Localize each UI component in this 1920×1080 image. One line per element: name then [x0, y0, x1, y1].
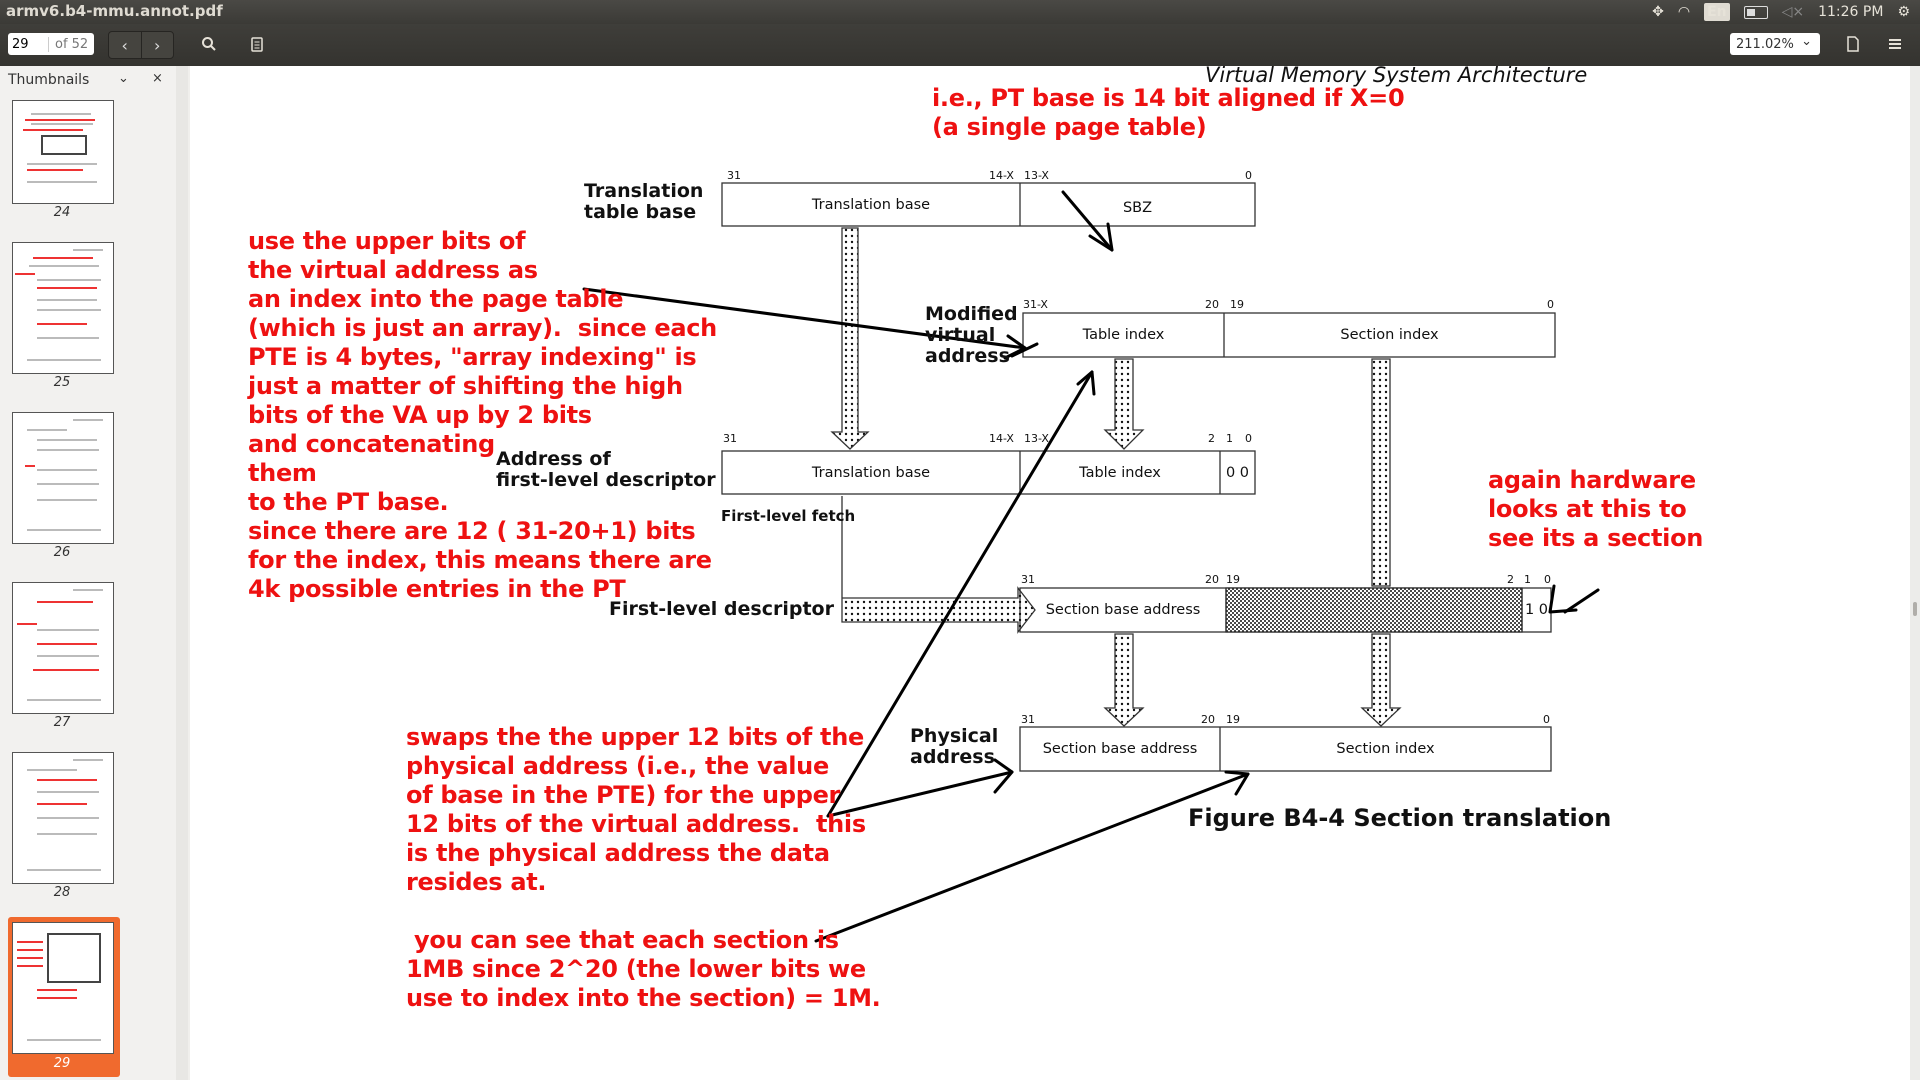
section-base-address-field: Section base address [1045, 602, 1201, 618]
chevron-down-icon: ⌄ [1801, 34, 1812, 49]
clipboard-icon [251, 37, 263, 52]
annotation-upper-bits: use the upper bits of the virtual addres… [248, 227, 717, 603]
bit-label: 1 [1524, 573, 1531, 586]
annotation-section-size: you can see that each section is 1MB sin… [406, 926, 881, 1012]
thumbnail-page-24[interactable] [12, 100, 114, 204]
page-total: of 52 [48, 36, 88, 52]
first-level-fetch-label: First-level fetch [721, 507, 856, 525]
annotations-button[interactable] [242, 31, 272, 57]
thumbnail-page-26[interactable] [12, 412, 114, 544]
battery-icon[interactable] [1743, 5, 1768, 19]
sidebar-header: Thumbnails ⌄ × [0, 66, 176, 94]
thumbnail-page-27[interactable] [12, 582, 114, 714]
table-index-field: Table index [1082, 327, 1165, 343]
close-icon[interactable]: × [152, 71, 163, 86]
bit-label: 13-X [1024, 432, 1049, 445]
physical-address-label: Physical address [910, 725, 999, 768]
bit-label: 14-X [989, 432, 1014, 445]
sidebar-title[interactable]: Thumbnails [8, 72, 90, 88]
section-index-field: Section index [1340, 327, 1439, 343]
bit-label: 20 [1205, 298, 1219, 311]
thumbnail-page-29[interactable] [12, 922, 114, 1054]
document-properties-button[interactable] [1838, 31, 1868, 57]
figure-caption: Figure B4-4 Section translation [1188, 804, 1612, 832]
bit-label: 31 [1021, 573, 1035, 586]
bit-label: 0 [1544, 573, 1551, 586]
translation-base-field: Translation base [811, 196, 931, 213]
bit-label: 19 [1226, 713, 1240, 726]
menu-button[interactable] [1880, 31, 1910, 57]
dropbox-icon[interactable]: ✥ [1652, 4, 1664, 20]
bit-label: 0 [1543, 713, 1550, 726]
section-index-field: Section index [1336, 741, 1435, 757]
wifi-icon[interactable]: ◠ [1677, 4, 1691, 20]
thumbnail-page-28[interactable] [12, 752, 114, 884]
title-bar: armv6.b4-mmu.annot.pdf ✥ ◠ En ◁× 11:26 P… [0, 0, 1920, 24]
thumbnail-page-25[interactable] [12, 242, 114, 374]
bit-label: 1 [1226, 432, 1233, 445]
bit-label: 31 [723, 432, 737, 445]
zoom-value: 211.02% [1736, 36, 1794, 52]
document-icon [1847, 36, 1859, 52]
bit-label: 31 [1021, 713, 1035, 726]
keyboard-layout-indicator[interactable]: En [1704, 3, 1730, 21]
bit-label: 0 [1547, 298, 1554, 311]
annotation-swap-upper-bits: swaps the the upper 12 bits of the physi… [406, 723, 866, 896]
bit-label: 19 [1230, 298, 1244, 311]
zero-bits-field: 0 0 [1225, 464, 1250, 481]
modified-virtual-address-label: Modified virtual address [925, 303, 1018, 367]
bit-label: 0 [1245, 432, 1252, 445]
annotation-pt-base: i.e., PT base is 14 bit aligned if X=0 (… [932, 84, 1405, 141]
bit-label: 31-X [1023, 298, 1048, 311]
page-selector: of 52 [8, 33, 94, 55]
first-level-descriptor-label: First-level descriptor [609, 598, 834, 620]
system-tray: ✥ ◠ En ◁× 11:26 PM ⚙ [1652, 0, 1920, 24]
chevron-down-icon[interactable]: ⌄ [118, 71, 129, 86]
search-icon [202, 37, 216, 51]
volume-muted-icon[interactable]: ◁× [1781, 4, 1805, 20]
thumbnail-label: 27 [53, 715, 71, 730]
section-translation-diagram [582, 182, 1600, 943]
previous-page-icon[interactable]: ‹ [121, 35, 128, 55]
table-index-field: Table index [1079, 464, 1161, 481]
window-title: armv6.b4-mmu.annot.pdf [6, 2, 223, 20]
document-page: Virtual Memory System Architecture 31 14… [190, 66, 1910, 1080]
thumbnail-label: 25 [53, 375, 71, 390]
zoom-select[interactable]: 211.02% ⌄ [1730, 33, 1820, 55]
bit-label: 13-X [1024, 169, 1049, 182]
scroll-thumb[interactable] [1913, 602, 1917, 616]
annotation-hardware-section: again hardware looks at this to see its … [1488, 466, 1704, 552]
translation-table-base-label: Translation table base [584, 180, 704, 223]
page-navigation: ‹ › [108, 31, 174, 59]
bit-label: 20 [1205, 573, 1219, 586]
bit-label: 2 [1208, 432, 1215, 445]
thumbnail-label: 29 [53, 1056, 71, 1071]
clock[interactable]: 11:26 PM [1818, 4, 1884, 20]
bit-label: 14-X [989, 169, 1014, 182]
thumbnail-label: 24 [53, 205, 71, 220]
bit-label: 19 [1226, 573, 1240, 586]
section-base-address-field: Section base address [1042, 741, 1198, 757]
sidebar-scrollbar[interactable] [176, 66, 188, 1080]
thumbnails-sidebar: Thumbnails ⌄ × [0, 66, 177, 1080]
toolbar [0, 24, 1920, 66]
sbz-field: SBZ [1122, 199, 1153, 216]
descriptor-type-bits: 1 0 [1524, 602, 1549, 618]
thumbnail-label: 28 [53, 885, 71, 900]
page-header: Virtual Memory System Architecture [1205, 66, 1588, 87]
bit-label: 2 [1507, 573, 1514, 586]
bit-label: 20 [1201, 713, 1215, 726]
search-button[interactable] [194, 31, 224, 57]
thumbnail-label: 26 [53, 545, 71, 560]
page-number-input[interactable] [8, 35, 48, 53]
document-scrollbar[interactable] [1910, 66, 1920, 1080]
translation-base-field: Translation base [811, 464, 931, 481]
settings-gear-icon[interactable]: ⚙ [1897, 4, 1910, 20]
address-of-first-level-descriptor-label: Address of first-level descriptor [496, 448, 716, 491]
bit-label: 31 [727, 169, 741, 182]
bit-label: 0 [1245, 169, 1252, 182]
hamburger-menu-icon [1889, 39, 1901, 49]
next-page-icon[interactable]: › [140, 32, 174, 58]
